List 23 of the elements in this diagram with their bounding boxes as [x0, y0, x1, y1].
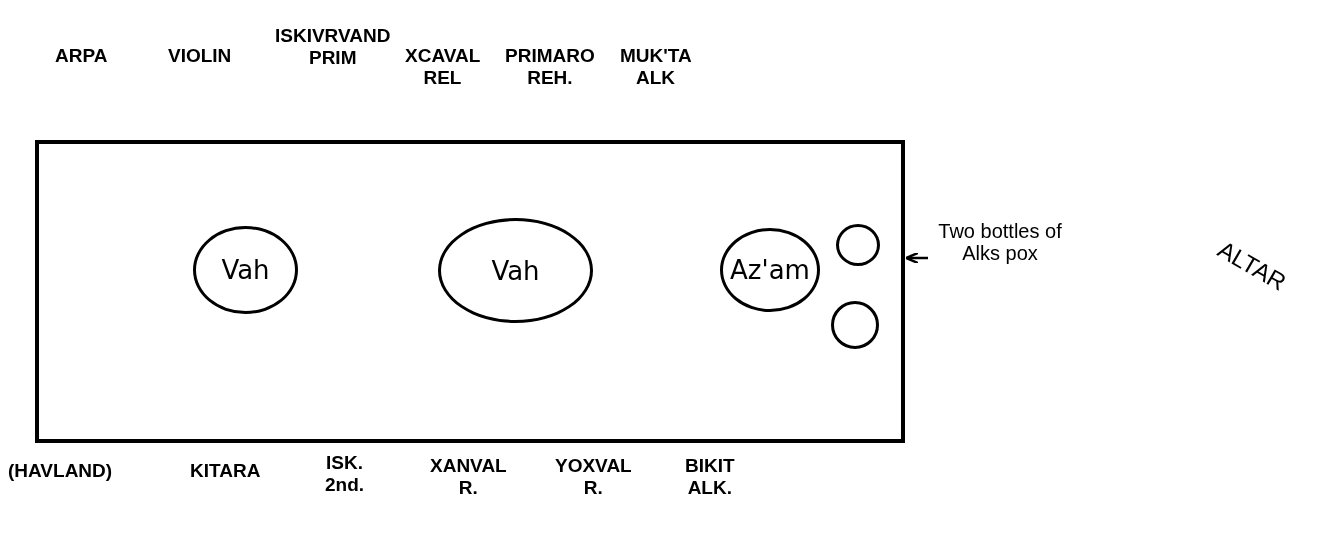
seat-ellipse [193, 226, 298, 314]
position-label: XANVAL R. [430, 455, 507, 499]
seat-name: Vah [221, 255, 270, 285]
position-label: ISKIVRVAND PRIM [275, 25, 391, 69]
room-outline [35, 140, 905, 443]
note-text: Two bottles of Alks pox [930, 220, 1070, 292]
bottle-circle [836, 224, 880, 266]
position-label: (HAVLAND) [8, 460, 113, 482]
position-label: ARPA [55, 45, 108, 67]
seat-name: Vah [491, 255, 540, 286]
seat-ellipse [720, 228, 820, 312]
position-label: PRIMARO REH. [505, 45, 595, 89]
seat-ellipse [438, 218, 593, 323]
position-label: YOXVAL R. [555, 455, 632, 499]
position-label: KITARA [190, 460, 261, 482]
position-label: MUK'TA ALK [620, 45, 691, 89]
position-label: VIOLIN [168, 45, 232, 67]
position-label: XCAVAL REL [405, 45, 480, 89]
bottle-circle [831, 301, 879, 349]
seat-name: Az'am [730, 255, 810, 285]
arrow [904, 251, 928, 265]
position-label: ISK. 2nd. [325, 452, 365, 496]
position-label: BIKIT ALK. [685, 455, 735, 499]
